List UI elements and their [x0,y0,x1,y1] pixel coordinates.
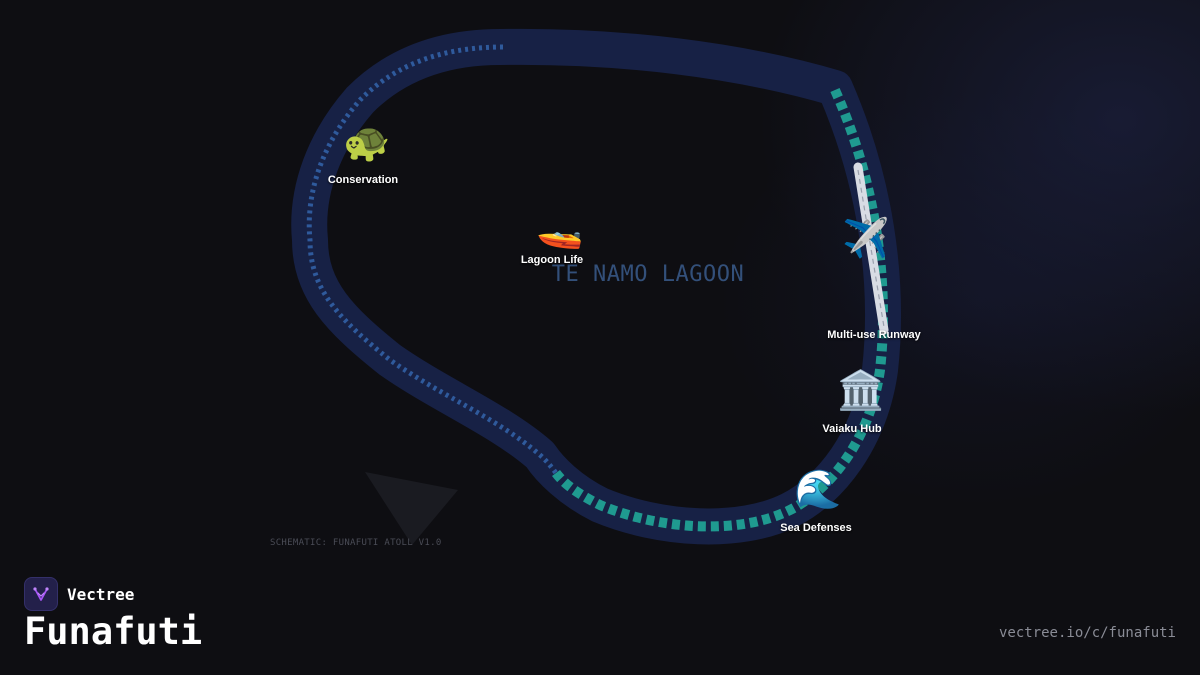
brand-name: Vectree [67,584,135,604]
poi-label-lagoon-life: Lagoon Life [520,254,584,266]
route-west [306,44,558,475]
airplane-icon[interactable]: ✈️ [842,216,890,260]
poi-label-conservation: Conservation [327,174,399,186]
route-east [552,87,888,532]
speedboat-icon[interactable]: 🚤 [536,206,584,250]
poi-label-multi-use-runway: Multi-use Runway [827,329,921,341]
schematic-note: SCHEMATIC: FUNAFUTI ATOLL V1.0 [270,538,442,548]
runway-strip [853,162,889,335]
vectree-logo-icon [24,577,58,611]
turtle-icon[interactable]: 🐢 [343,120,391,164]
lagoon-label: TE NAMO LAGOON [551,262,745,287]
water-wave-icon[interactable]: 🌊 [794,467,842,511]
city-title: Funafuti [24,610,203,653]
decorative-triangle [365,472,458,545]
poi-label-vaiaku-hub: Vaiaku Hub [822,423,882,435]
classical-building-icon[interactable]: 🏛️ [837,368,885,412]
source-url-link[interactable]: vectree.io/c/funafuti [998,625,1176,641]
poi-label-sea-defenses: Sea Defenses [780,522,852,534]
brand-row: Vectree [24,577,134,611]
